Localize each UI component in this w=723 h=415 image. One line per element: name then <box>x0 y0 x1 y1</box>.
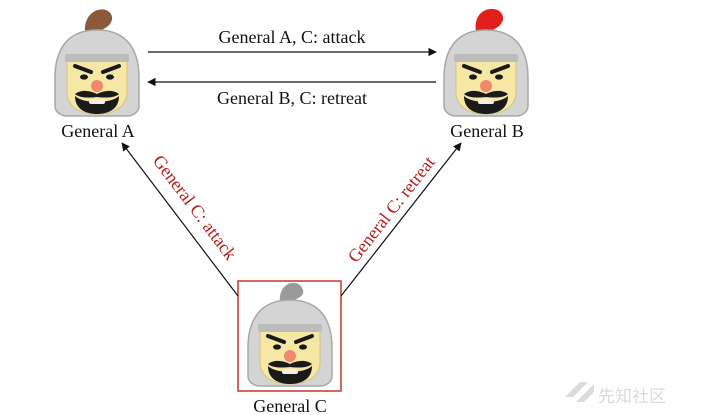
watermark: 先知社区 <box>565 382 666 407</box>
message-a-to-b: General A, C: attack <box>219 27 366 47</box>
general-c-label: General C <box>253 396 326 415</box>
general-b-label: General B <box>450 121 523 141</box>
arrow-c-to-b <box>340 142 462 297</box>
arrow-c-to-a <box>121 142 239 297</box>
message-b-to-a: General B, C: retreat <box>217 88 367 108</box>
general-b-avatar <box>442 8 530 118</box>
watermark-text: 先知社区 <box>598 387 666 407</box>
general-c-plume <box>279 282 304 302</box>
general-a-avatar <box>53 9 141 118</box>
general-a-plume <box>84 9 113 32</box>
message-c-to-b: General C: retreat <box>344 152 439 266</box>
general-b-plume <box>475 8 504 32</box>
watermark-logo-icon <box>565 382 594 402</box>
general-c-highlight-box <box>237 280 342 392</box>
general-c-avatar <box>246 282 334 388</box>
general-a-label: General A <box>61 121 134 141</box>
message-c-to-a: General C: attack <box>149 151 241 264</box>
